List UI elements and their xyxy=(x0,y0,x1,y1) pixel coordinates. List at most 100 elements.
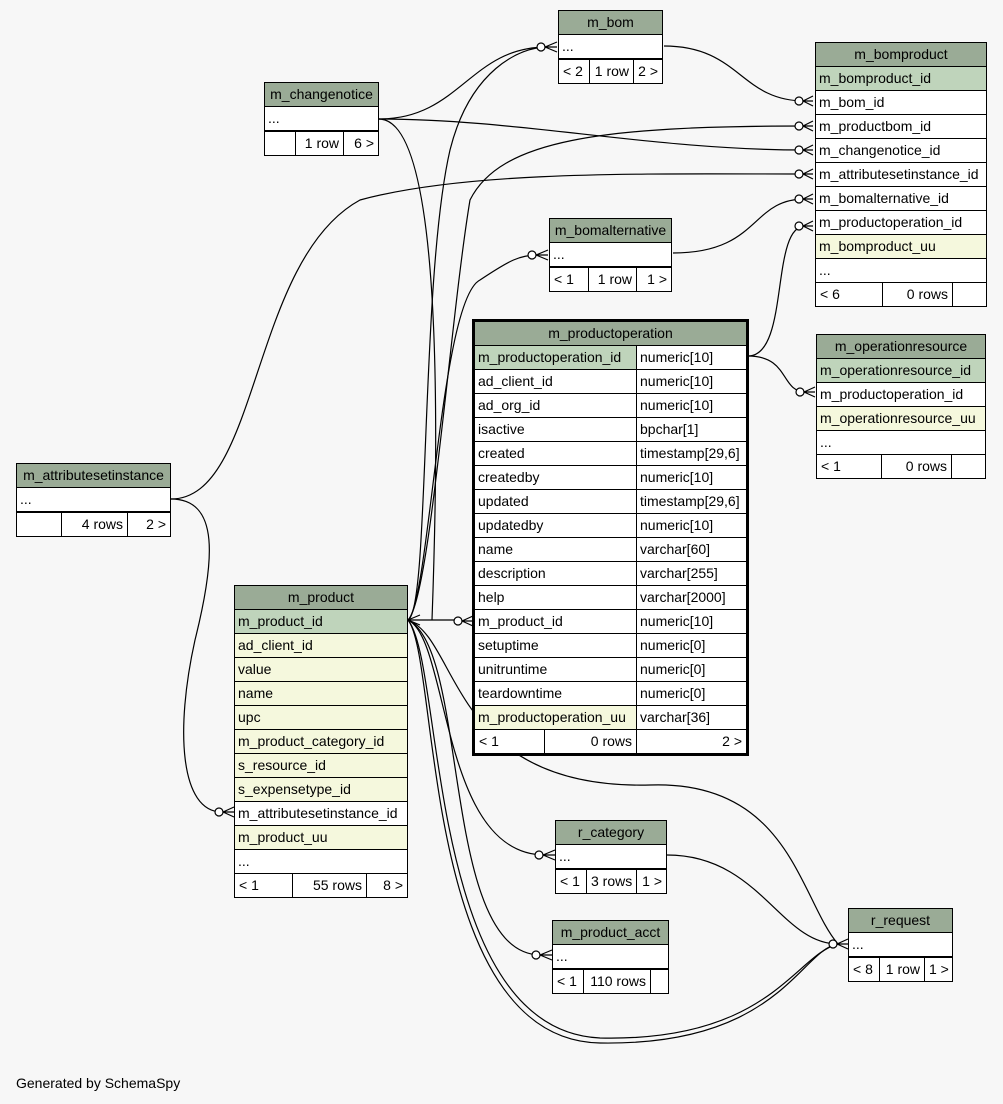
table-header[interactable]: r_category xyxy=(556,821,666,845)
column-name: description xyxy=(478,565,546,581)
column-name: m_changenotice_id xyxy=(819,142,941,158)
row-count: 1 row xyxy=(879,958,924,981)
table-header[interactable]: m_attributesetinstance xyxy=(17,464,170,488)
table-m-changenotice[interactable]: m_changenotice ... 1 row 6 > xyxy=(264,82,379,156)
row-count: 1 row xyxy=(589,60,633,83)
table-row: ... xyxy=(849,933,952,957)
parents-link[interactable]: < 1 xyxy=(479,733,499,749)
table-footer: < 2 1 row 2 > xyxy=(559,59,662,83)
table-header[interactable]: m_bom xyxy=(559,11,662,35)
table-row: m_product_uu xyxy=(235,826,407,850)
parents-link[interactable]: < 6 xyxy=(820,286,840,302)
parents-link[interactable]: < 1 xyxy=(821,458,841,474)
children-link[interactable]: 1 > xyxy=(636,870,666,893)
children-link[interactable]: 1 > xyxy=(924,958,952,981)
edge-changenotice-bomproduct xyxy=(378,118,806,151)
parents-link[interactable]: < 2 xyxy=(563,63,583,79)
children-link[interactable]: 1 > xyxy=(636,268,671,291)
children-link[interactable] xyxy=(952,283,986,306)
row-count: 0 rows xyxy=(881,455,951,478)
column-name: m_product_id xyxy=(478,613,563,629)
table-row: ... xyxy=(235,850,407,873)
table-m-productoperation[interactable]: m_productoperation m_productoperation_id… xyxy=(472,319,749,756)
table-row: value xyxy=(235,658,407,682)
edge-product-bomproduct xyxy=(407,125,806,621)
column-type: timestamp[29,6] xyxy=(636,490,746,513)
table-header[interactable]: r_request xyxy=(849,909,952,933)
row-count: 0 rows xyxy=(882,283,952,306)
column-name: ... xyxy=(820,434,832,450)
table-row: s_expensetype_id xyxy=(235,778,407,802)
table-m-bomalternative[interactable]: m_bomalternative ... < 1 1 row 1 > xyxy=(549,218,672,292)
table-r-category[interactable]: r_category ... < 1 3 rows 1 > xyxy=(555,820,667,894)
table-m-product-acct[interactable]: m_product_acct ... < 1 110 rows xyxy=(552,920,669,994)
table-row: m_operationresource_uu xyxy=(817,407,985,431)
row-count: 3 rows xyxy=(586,870,636,893)
children-link[interactable]: 2 > xyxy=(633,60,662,83)
children-link[interactable] xyxy=(650,970,668,993)
table-r-request[interactable]: r_request ... < 8 1 row 1 > xyxy=(848,908,953,982)
edge-changenotice-bom xyxy=(378,46,548,120)
table-footer: < 8 1 row 1 > xyxy=(849,957,952,981)
parents-link[interactable]: < 1 xyxy=(560,873,580,889)
children-link[interactable]: 2 > xyxy=(127,513,170,536)
edge-rcategory-rrequest xyxy=(666,854,839,945)
table-m-operationresource[interactable]: m_operationresource m_operationresource_… xyxy=(816,334,986,479)
column-name: m_product_uu xyxy=(238,829,328,845)
children-link[interactable]: 8 > xyxy=(366,874,407,897)
table-row: m_operationresource_id xyxy=(817,359,985,383)
column-type: numeric[10] xyxy=(636,370,746,393)
column-name: ... xyxy=(819,262,831,278)
children-link[interactable] xyxy=(951,455,985,478)
edge-prodop-opresource xyxy=(747,355,807,393)
parents-link[interactable]: < 8 xyxy=(853,961,873,977)
table-header[interactable]: m_changenotice xyxy=(265,83,378,107)
table-m-bom[interactable]: m_bom ... < 2 1 row 2 > xyxy=(558,10,663,84)
table-footer: < 1 0 rows xyxy=(817,454,985,478)
column-name: ad_client_id xyxy=(478,373,553,389)
column-name: unitruntime xyxy=(478,661,548,677)
table-row: ad_client_id xyxy=(235,634,407,658)
table-header[interactable]: m_operationresource xyxy=(817,335,985,359)
parents-link[interactable]: < 1 xyxy=(554,271,574,287)
parents-link[interactable] xyxy=(265,132,295,155)
table-row: ... xyxy=(265,107,378,131)
edge-product-rrequest-a xyxy=(407,619,839,945)
parents-link[interactable]: < 1 xyxy=(239,877,259,893)
column-name: m_product_id xyxy=(238,613,323,629)
edge-changenotice-product xyxy=(378,118,437,621)
table-m-attributesetinstance[interactable]: m_attributesetinstance ... 4 rows 2 > xyxy=(16,463,171,537)
row-count: 110 rows xyxy=(583,970,650,993)
column-name: m_attributesetinstance_id xyxy=(238,805,398,821)
column-name: m_bomproduct_uu xyxy=(819,238,936,254)
table-row: m_productoperation_id xyxy=(816,211,986,235)
column-type: bpchar[1] xyxy=(636,418,746,441)
table-header[interactable]: m_product_acct xyxy=(553,921,668,945)
children-link[interactable]: 6 > xyxy=(343,132,378,155)
column-name: created xyxy=(478,445,525,461)
column-type: numeric[10] xyxy=(636,394,746,417)
table-header[interactable]: m_product xyxy=(235,586,407,610)
column-type: varchar[255] xyxy=(636,562,746,585)
parents-link[interactable] xyxy=(17,513,61,536)
table-row: ... xyxy=(553,945,668,969)
column-name: isactive xyxy=(478,421,525,437)
parents-link[interactable]: < 1 xyxy=(557,973,577,989)
column-name: value xyxy=(238,661,272,677)
children-link[interactable]: 2 > xyxy=(636,730,746,753)
table-header[interactable]: m_bomproduct xyxy=(816,43,986,67)
table-row: upc xyxy=(235,706,407,730)
column-name: m_productoperation_id xyxy=(819,214,963,230)
table-header[interactable]: m_bomalternative xyxy=(550,219,671,243)
table-header[interactable]: m_productoperation xyxy=(475,322,746,346)
